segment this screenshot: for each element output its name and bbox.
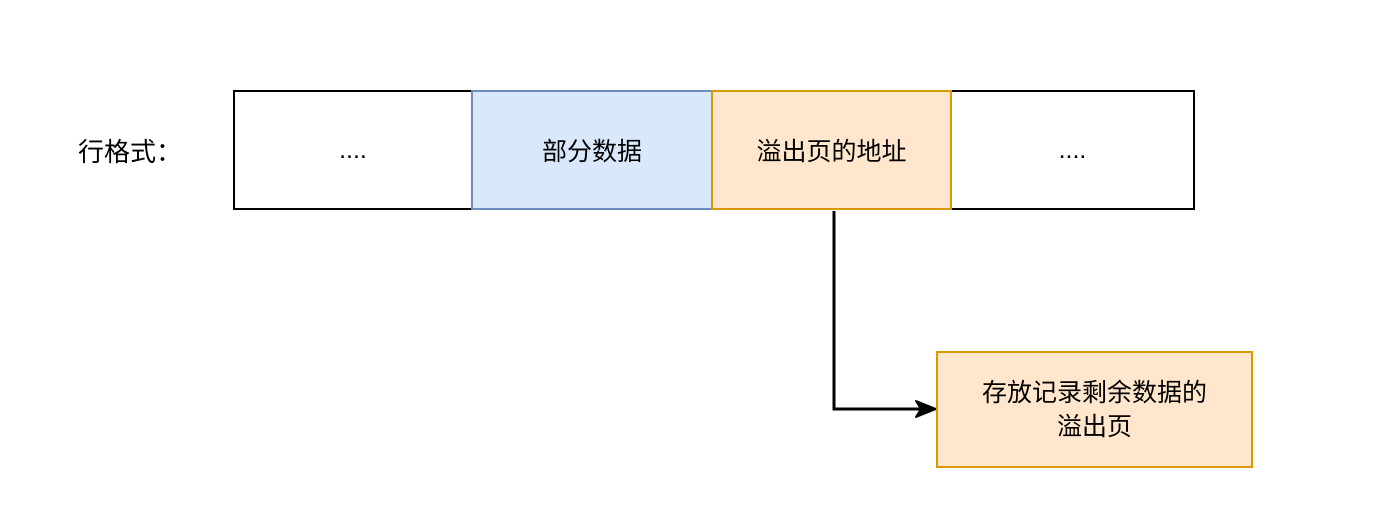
overflow-page-box-line1: 存放记录剩余数据的: [981, 378, 1207, 407]
row-cell-partial-data: 部分数据: [471, 90, 713, 210]
row-cell-ellipsis-right: ....: [950, 90, 1195, 210]
row-cell-partial-data-text: 部分数据: [541, 138, 642, 166]
arrow-elbow-line: [832, 211, 921, 411]
row-cell-ellipsis-left: ....: [233, 90, 473, 210]
overflow-page-box-line2: 溢出页: [1056, 412, 1132, 441]
overflow-page-box: 存放记录剩余数据的 溢出页: [936, 351, 1253, 468]
row-cell-overflow-page-address: 溢出页的地址: [711, 90, 952, 210]
row-cell-ellipsis-right-text: ....: [1058, 135, 1087, 164]
arrow-head-icon: [915, 400, 937, 418]
row-cell-ellipsis-left-text: ....: [339, 135, 367, 164]
row-format-label: 行格式：: [78, 136, 183, 167]
row-cell-overflow-page-address-text: 溢出页的地址: [756, 138, 907, 166]
